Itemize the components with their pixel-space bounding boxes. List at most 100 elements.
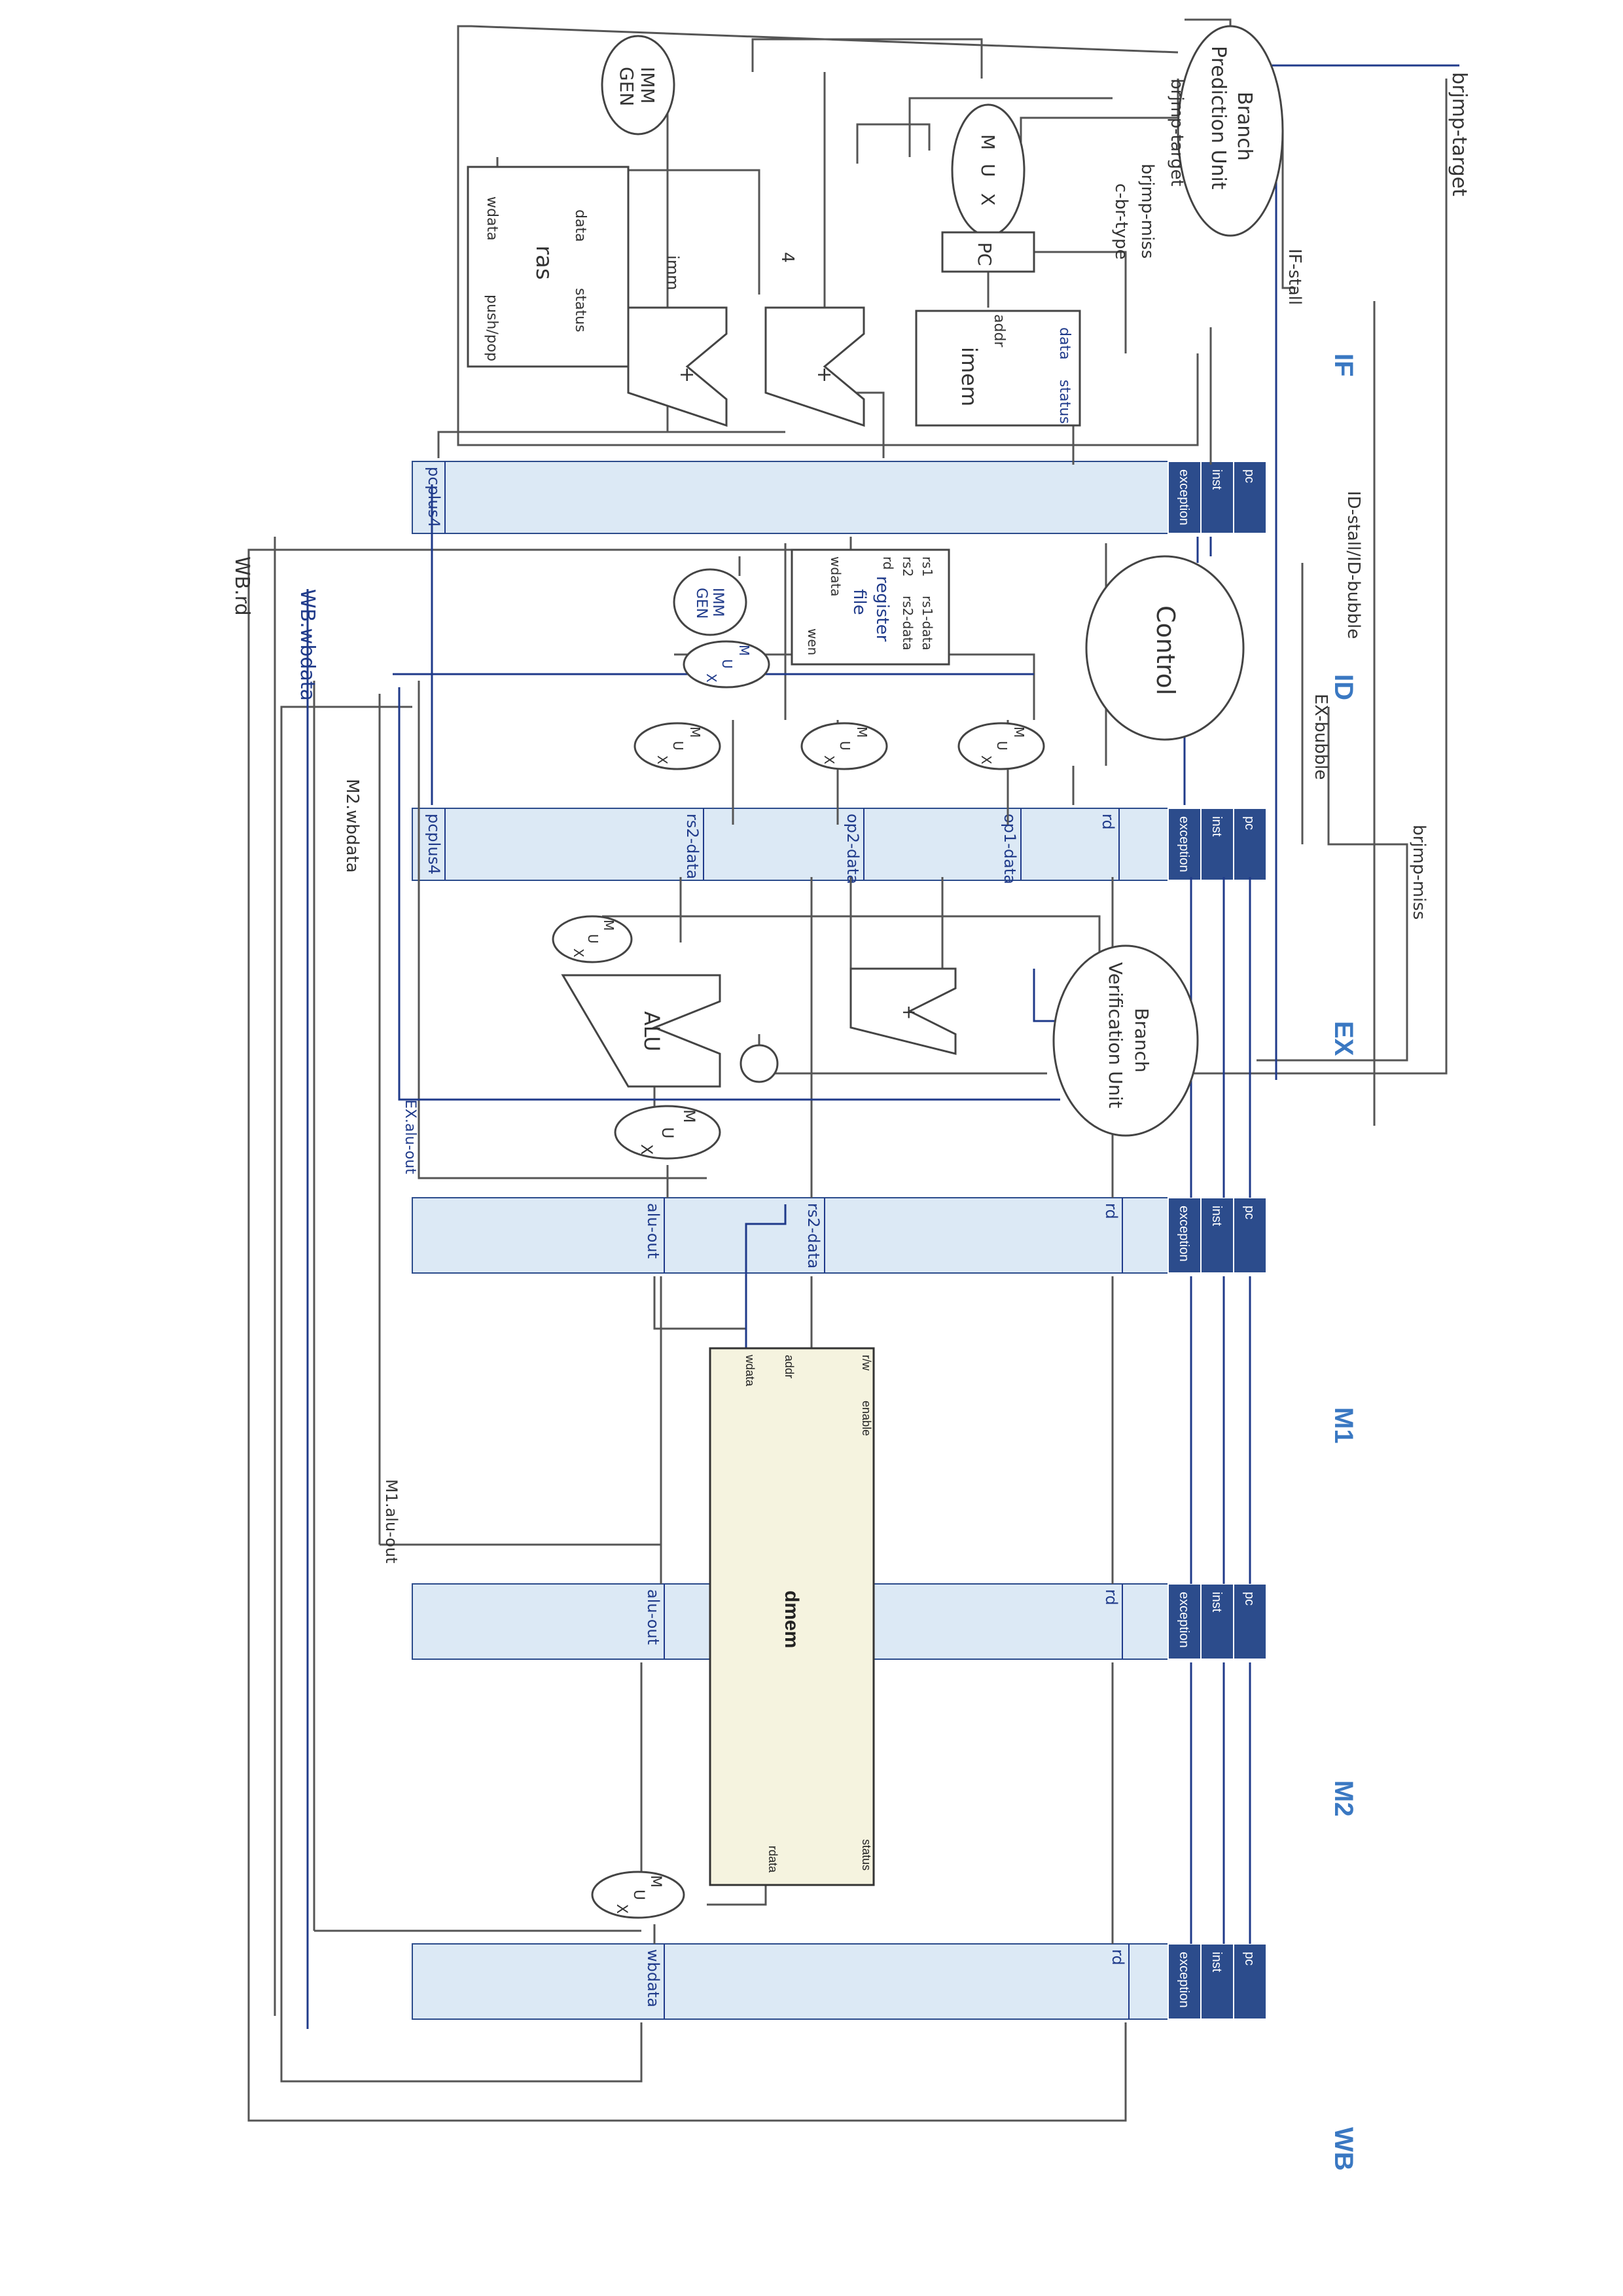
adder-four-plus: + — [813, 367, 836, 383]
pipe-cell-label-inst: inst — [1209, 1952, 1224, 1973]
imm-gen-if-label-2: GEN — [616, 67, 637, 106]
pipe-cell-label-inst: inst — [1209, 469, 1224, 490]
mux-if-x: X — [977, 193, 999, 206]
stage-label-m2: M2 — [1329, 1780, 1358, 1817]
label-wb-rd: WB.rd — [230, 556, 253, 616]
adder-four-const: 4 — [777, 252, 797, 263]
mux-if: M U X — [952, 105, 1024, 236]
mux-id-rs2: M U X — [635, 723, 720, 769]
register-file: register file rs1 rs1-data rs2 rs2-data … — [792, 550, 949, 664]
dmem-port-addr: addr — [783, 1355, 796, 1378]
imm-label: imm — [664, 255, 682, 290]
mux-ex-alu-in-x: X — [571, 948, 586, 958]
mux-id-op1-u: U — [994, 741, 1010, 751]
mux-ex-alu-in-u: U — [585, 934, 601, 944]
mux-if-m: M — [977, 134, 999, 150]
ras-port-wdata: wdata — [484, 196, 500, 241]
bpu-shape — [1178, 26, 1283, 236]
mux-ex-out-x: X — [637, 1144, 656, 1155]
pipe-reg-body — [412, 808, 1266, 880]
mux-ex-alu-in: M U X — [553, 916, 632, 962]
pipe-cell-label-pc: pc — [1242, 1952, 1257, 1965]
pipe-field-alu-out: alu-out — [644, 1203, 662, 1259]
ex-small-mux — [741, 1045, 777, 1082]
regfile-port-rs1: rs1 — [919, 556, 935, 577]
adder-ex-plus: + — [899, 1005, 920, 1020]
pipe-field-pcplus4: pcplus4 — [425, 814, 443, 874]
pipe-reg-m2-wb: pcinstexceptionwbdatard — [412, 1944, 1266, 2019]
mux-id-op2-m: M — [854, 726, 870, 738]
mux-wb-u: U — [630, 1890, 647, 1900]
label-brjmp-miss-short: brjmp-miss — [1137, 164, 1157, 259]
ras-label: ras — [531, 245, 557, 280]
pipe-cell-label-inst: inst — [1209, 1206, 1224, 1227]
label-wb-wbdata: WB.wbdata — [296, 589, 319, 701]
label-c-br-type: c-br-type — [1111, 183, 1131, 260]
alu-label: ALU — [639, 1011, 664, 1052]
branch-verification-unit: Branch Verification Unit — [1054, 946, 1198, 1136]
imm-gen-id-label-2: GEN — [693, 588, 709, 619]
mux-id-op1-x: X — [978, 755, 994, 764]
mux-id-op2: M U X — [802, 723, 887, 769]
mux-id-rs2-m: M — [687, 726, 703, 738]
adder-imm-plus: + — [675, 367, 698, 383]
pipe-field-rs2-data: rs2-data — [804, 1203, 823, 1268]
regfile-port-wen: wen — [805, 628, 821, 655]
mux-id-imm-x: X — [704, 673, 719, 683]
dmem-port-status: status — [860, 1839, 873, 1871]
pipe-reg-id-ex: pcinstexceptionpcplus4rs2-dataop2-dataop… — [412, 808, 1266, 884]
stage-label-ex: EX — [1329, 1021, 1358, 1056]
pipe-reg-ex-m1: pcinstexceptionalu-outrs2-datard — [412, 1198, 1266, 1273]
label-brjmp-miss: brjmp-miss — [1409, 825, 1429, 920]
mux-id-imm-u: U — [719, 659, 735, 669]
pipe-reg-body — [412, 461, 1266, 533]
mux-id-rs2-x: X — [654, 755, 670, 764]
pipe-field-pcplus4: pcplus4 — [425, 467, 443, 528]
mux-id-op1: M U X — [959, 723, 1044, 769]
adder-ex: + — [851, 969, 955, 1054]
label-brjmp-target: brjmp-target — [1448, 72, 1471, 196]
label-m1-alu-out: M1.alu-out — [382, 1479, 401, 1564]
wire-rdata-mux — [707, 1885, 766, 1905]
mux-wb-x: X — [613, 1904, 630, 1914]
imem-label: imem — [957, 347, 982, 406]
pipe-field-op1-data: op1-data — [1001, 814, 1019, 884]
wire-brjmp-miss — [1257, 707, 1407, 1060]
pipe-field-rd: rd — [1099, 814, 1117, 830]
ex-stage-blocks: M U X ALU + Branch Verification Unit M U… — [553, 916, 1198, 1158]
pipe-reg-body — [412, 1944, 1266, 2019]
imm-gen-id-label-1: IMM — [709, 588, 726, 617]
pipe-cell-label-pc: pc — [1242, 816, 1257, 830]
control-label: Control — [1151, 605, 1180, 695]
dmem-port-enable: enable — [860, 1401, 873, 1436]
pipe-cell-label-exception: exception — [1177, 1952, 1191, 2008]
label-if-stall: IF-stall — [1285, 249, 1304, 305]
alu-block: ALU — [563, 975, 720, 1086]
mux-wb: M U X — [592, 1872, 684, 1918]
imm-gen-if: IMM GEN — [602, 36, 674, 134]
pipe-cell-label-exception: exception — [1177, 816, 1191, 872]
mux-ex-alu-in-m: M — [601, 920, 616, 931]
if-stage-blocks: Branch Prediction Unit IMM GEN M U X PC … — [468, 26, 1471, 425]
dmem-port-rdata: rdata — [766, 1846, 779, 1873]
pipe-cell-label-pc: pc — [1242, 1592, 1257, 1605]
mux-wb-m: M — [647, 1875, 664, 1888]
mux-id-imm-m: M — [736, 645, 752, 656]
regfile-port-rs2-data: rs2-data — [900, 596, 916, 651]
pipe-cell-label-pc: pc — [1242, 469, 1257, 483]
mux-id-op1-m: M — [1011, 726, 1027, 738]
pipe-cell-label-inst: inst — [1209, 816, 1224, 837]
mux-ex-out-m: M — [680, 1109, 698, 1123]
wire-m1-addr — [654, 1276, 746, 1348]
imm-gen-id: IMM GEN — [674, 569, 746, 635]
mux-ex-out-u: U — [658, 1127, 677, 1139]
pipe-field-op2-data: op2-data — [844, 814, 862, 884]
label-id-stall-bubble: ID-stall/ID-bubble — [1344, 491, 1363, 639]
dmem-port-rw: r/w — [860, 1355, 873, 1371]
bvu-label-1: Branch — [1131, 1008, 1152, 1073]
mux-id-op2-u: U — [837, 741, 853, 751]
pipe-cell-label-inst: inst — [1209, 1592, 1224, 1613]
dmem-port-wdata: wdata — [743, 1354, 757, 1387]
bpu-label-1: Branch — [1233, 92, 1256, 161]
